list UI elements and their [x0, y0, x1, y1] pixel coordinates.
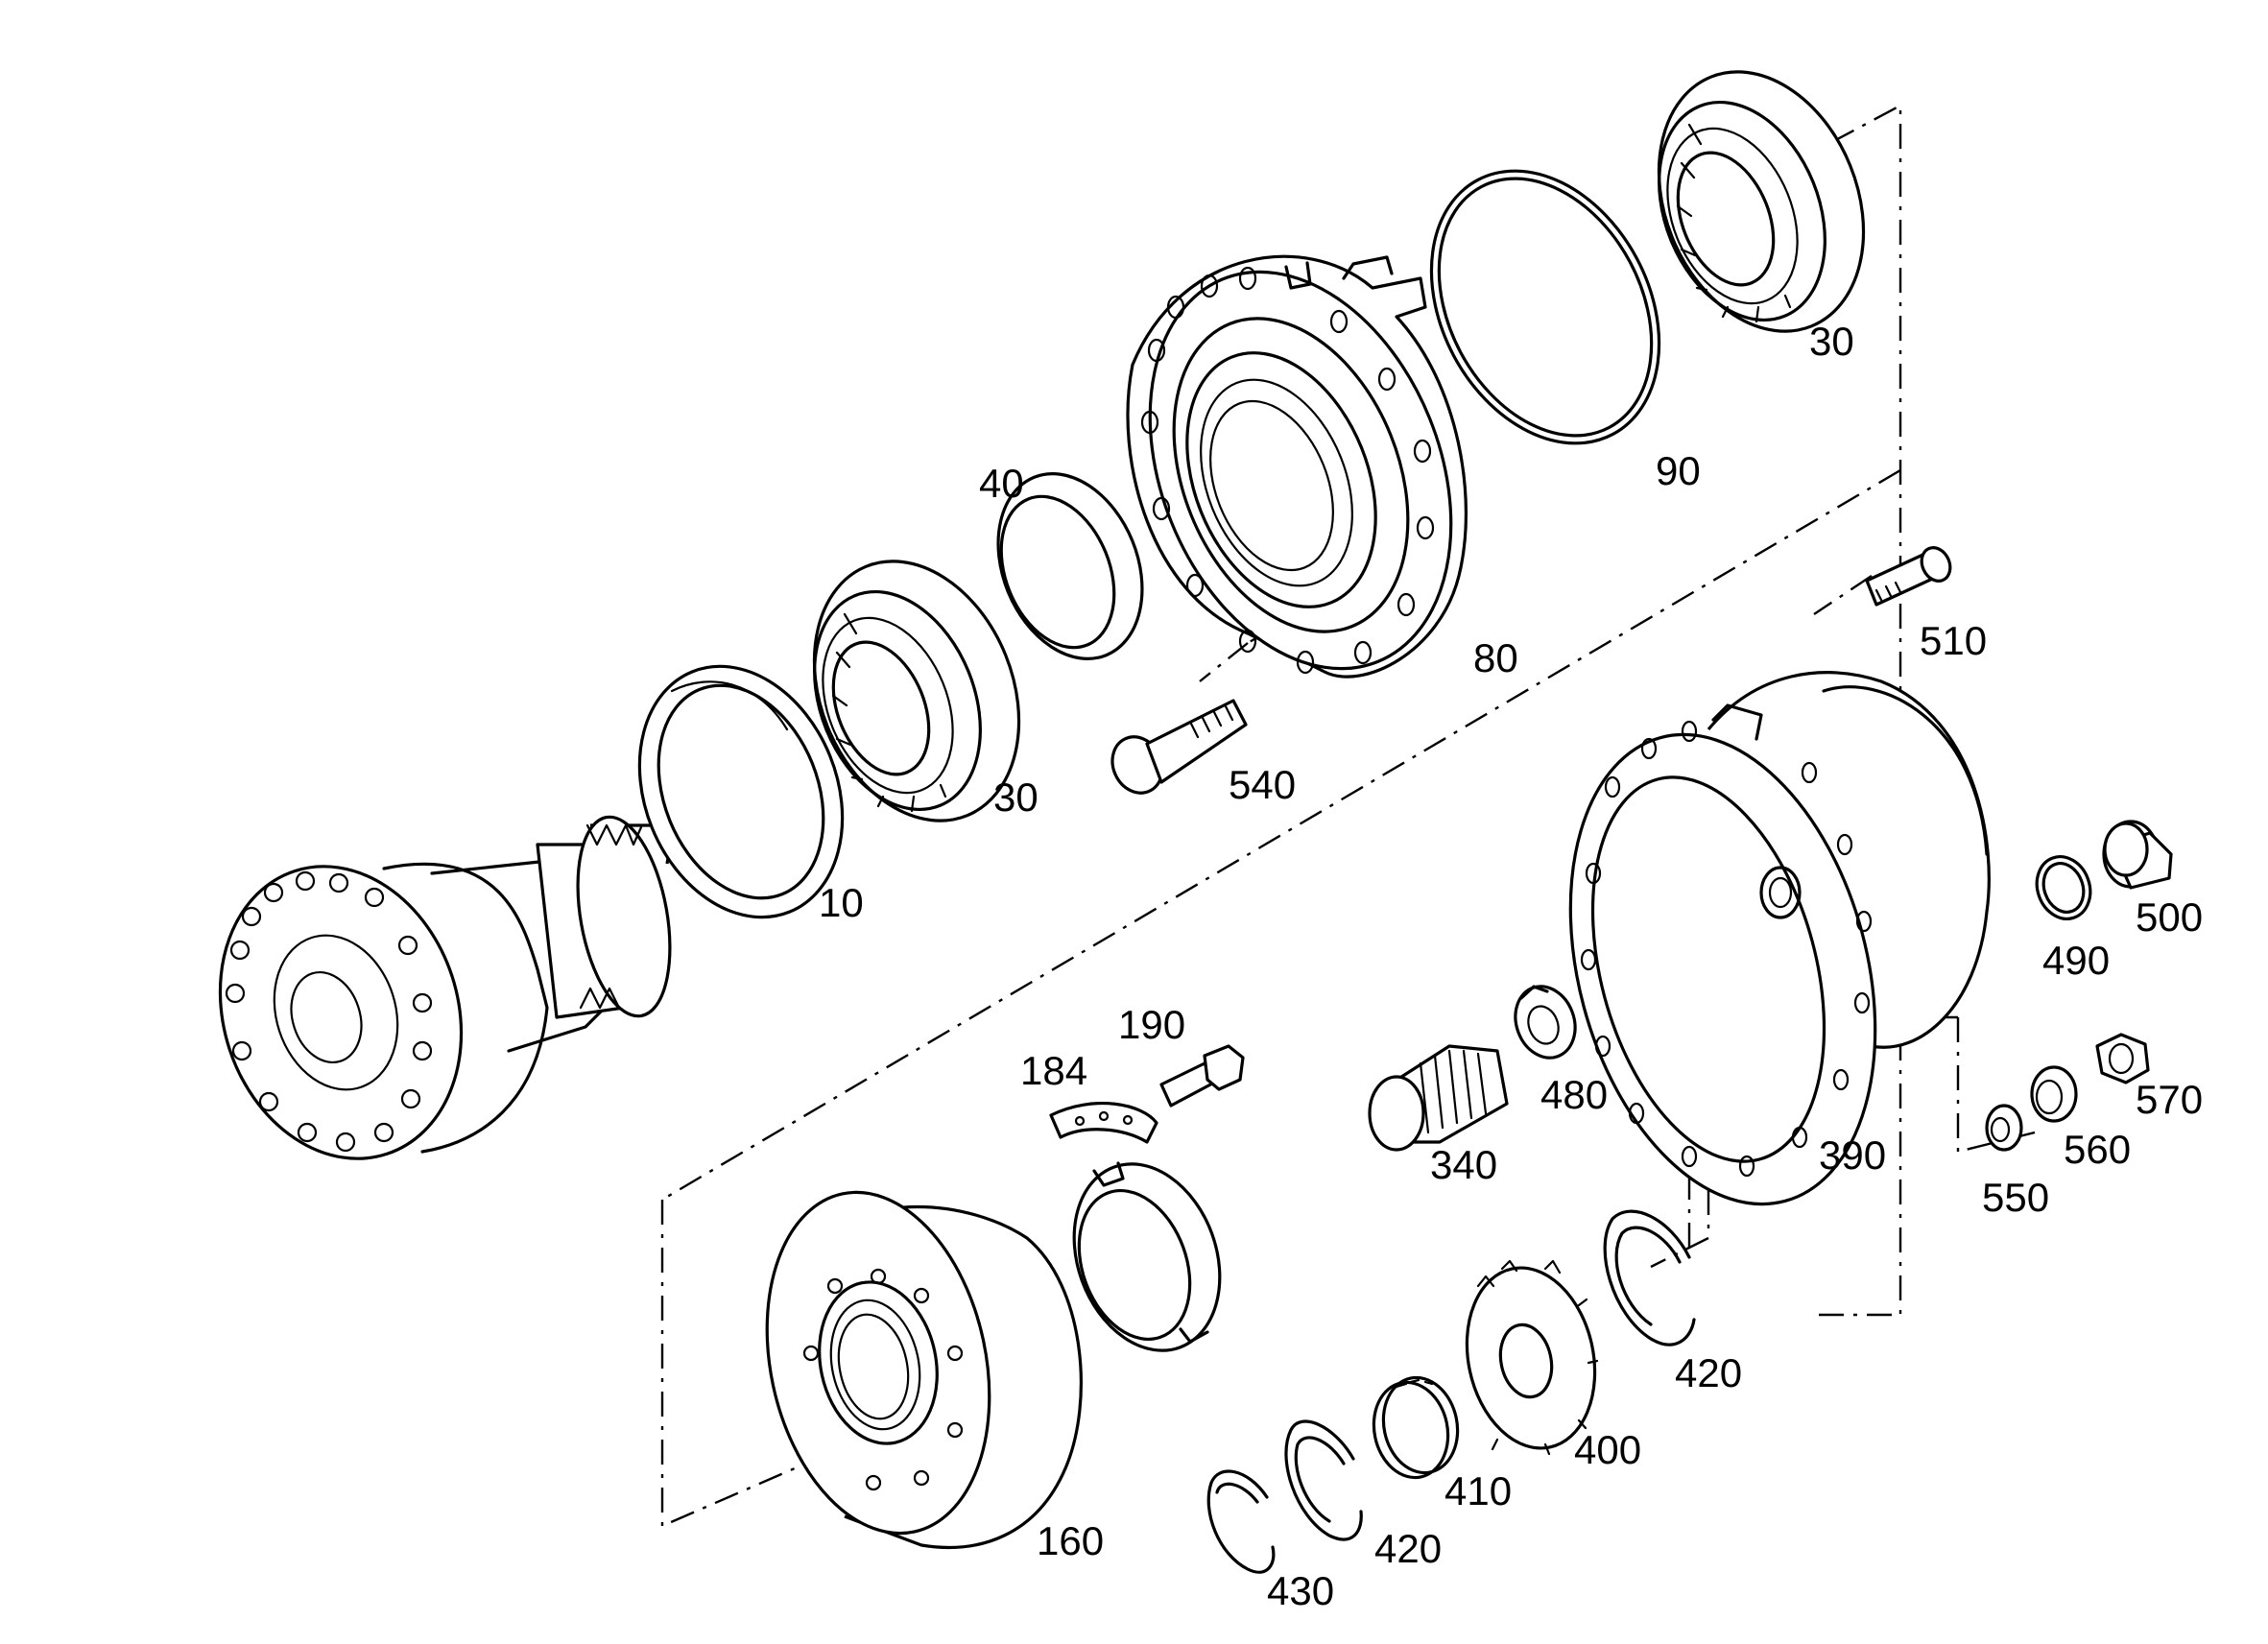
part-labels: 30 90 40 80 510 30 540 10 500 490 190 18…: [819, 319, 2203, 1613]
output-shaft-flange: [218, 815, 674, 1160]
hex-bolt-540: [1110, 699, 1248, 795]
label-part-30-right: 30: [1809, 319, 1854, 364]
cap-screw-510: [1865, 546, 1952, 607]
label-part-390: 390: [1819, 1132, 1886, 1178]
tapered-roller-bearing-left: [812, 560, 1021, 822]
label-part-400: 400: [1574, 1427, 1641, 1472]
label-part-160: 160: [1037, 1518, 1104, 1563]
planetary-housing-390: [1568, 671, 1991, 1206]
flange-bolt-holes: [225, 870, 433, 1153]
label-part-30-left: 30: [993, 774, 1039, 820]
label-part-80: 80: [1473, 635, 1518, 680]
label-part-540: 540: [1229, 762, 1296, 807]
lock-segment-184: [1049, 1101, 1158, 1144]
planet-gear-400: [1465, 1259, 1599, 1456]
label-part-40: 40: [979, 461, 1024, 506]
spacer-ring-40: [996, 472, 1144, 660]
bolt-190: [1159, 1044, 1245, 1108]
snap-ring-420-lower: [1284, 1419, 1363, 1541]
snap-ring-420-upper: [1603, 1209, 1696, 1346]
hub-cover-80: [1126, 254, 1468, 679]
label-part-490: 490: [2042, 938, 2110, 983]
needle-bearing-410: [1372, 1375, 1460, 1480]
tapered-roller-bearing-right: [1657, 70, 1866, 333]
seal-washer-490: [2035, 855, 2092, 920]
sun-gear-shaft-340: [1368, 1044, 1509, 1152]
label-part-550: 560: [2064, 1127, 2131, 1172]
label-part-510: 510: [1920, 618, 1987, 663]
seal-ring-10: [637, 664, 845, 919]
label-part-430: 430: [1267, 1568, 1334, 1613]
housing-bolt-holes: [1580, 720, 1873, 1178]
label-part-410: 410: [1444, 1468, 1512, 1513]
label-part-10: 10: [819, 880, 864, 925]
o-ring-90: [1429, 169, 1661, 445]
label-part-420-lower: 420: [1374, 1526, 1442, 1571]
label-part-570: 570: [2136, 1077, 2203, 1122]
hex-nut-570: [2095, 1033, 2150, 1084]
label-part-560: 550: [1982, 1175, 2049, 1220]
label-part-480: 480: [1540, 1072, 1608, 1117]
label-part-420-upper: 420: [1675, 1350, 1742, 1395]
label-part-340: 340: [1430, 1142, 1497, 1187]
label-part-500: 500: [2136, 894, 2203, 940]
washer-560: [1985, 1104, 2023, 1152]
bushing-550: [2030, 1065, 2078, 1123]
slotted-nut: [1072, 1161, 1222, 1352]
label-part-190: 190: [1118, 1002, 1185, 1047]
lock-plate-480: [1514, 985, 1577, 1060]
label-part-184: 184: [1020, 1048, 1087, 1093]
hub-cover-bolt-holes: [1140, 266, 1435, 675]
planet-carrier-160: [765, 1190, 1083, 1549]
drain-plug-500: [2102, 820, 2173, 890]
label-part-90: 90: [1656, 448, 1701, 493]
retaining-ring-430: [1206, 1469, 1276, 1574]
